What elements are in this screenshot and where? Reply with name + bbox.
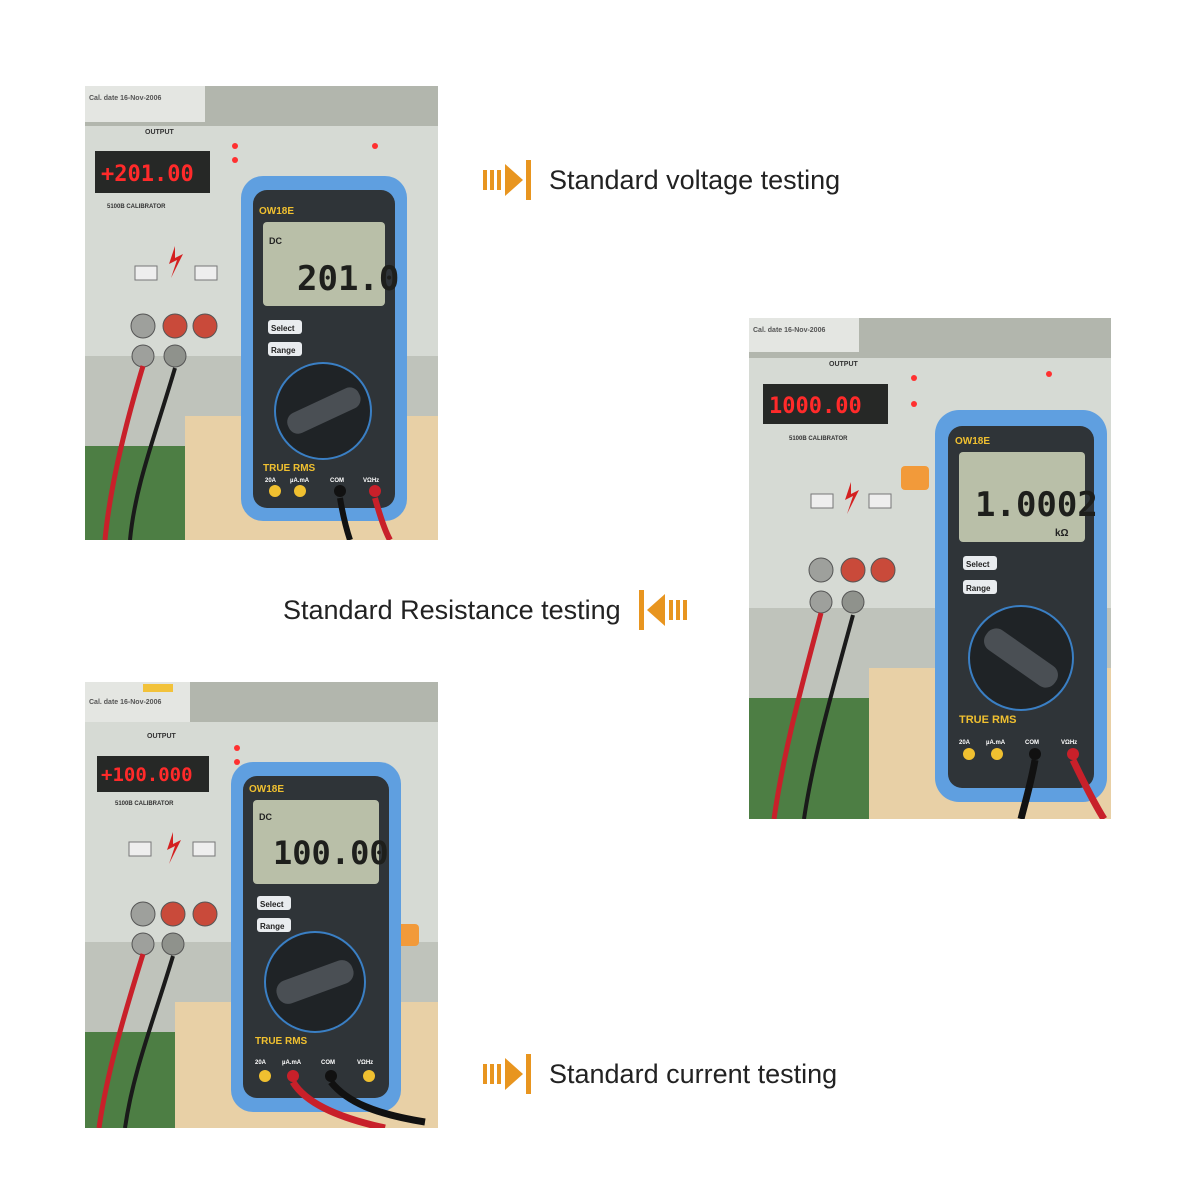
- output-label: OUTPUT: [829, 361, 859, 368]
- meter-unit: kΩ: [1055, 528, 1069, 539]
- jack-20a: 20A: [959, 740, 971, 746]
- jack-com: COM: [321, 1060, 335, 1066]
- sticker-text: Cal. date 16-Nov-2006: [89, 95, 161, 102]
- true-rms-badge: TRUE RMS: [255, 1036, 308, 1047]
- calibrator-display: 1000.00: [769, 394, 862, 419]
- photo-resistance-testing: Cal. date 16-Nov-2006 1000.00 OUTPUT 510…: [749, 318, 1111, 819]
- range-button-label: Range: [271, 346, 296, 355]
- caption-current: Standard current testing: [483, 1053, 837, 1095]
- calibrator-display: +100.000: [101, 764, 193, 786]
- arrow-right-icon: [483, 1054, 531, 1094]
- select-button-label: Select: [271, 324, 295, 333]
- jack-com: COM: [1025, 740, 1039, 746]
- jack-vohm: VΩHz: [357, 1060, 373, 1066]
- meter-mode: DC: [259, 812, 272, 822]
- arrow-left-icon: [638, 590, 687, 630]
- jack-vohm: VΩHz: [363, 478, 379, 484]
- meter-brand: OW18E: [955, 436, 990, 447]
- caption-voltage: Standard voltage testing: [483, 159, 840, 201]
- current-test-scene: Cal. date 16-Nov-2006 +100.000 OUTPUT 51…: [85, 682, 438, 1128]
- meter-reading: 1.0002: [975, 485, 1098, 525]
- jack-20a: 20A: [255, 1060, 267, 1066]
- voltage-test-scene: Cal. date 16-Nov-2006 +201.00 OUTPUT 510…: [85, 86, 438, 540]
- jack-20a: 20A: [265, 478, 277, 484]
- caption-text: Standard voltage testing: [549, 164, 841, 195]
- jack-com: COM: [330, 478, 344, 484]
- jack-ua-ma: µA.mA: [282, 1060, 302, 1066]
- output-label: OUTPUT: [147, 733, 177, 740]
- range-button-label: Range: [966, 584, 991, 593]
- arrow-right-icon: [483, 160, 531, 200]
- output-label: OUTPUT: [145, 129, 175, 136]
- meter-reading: 100.00: [273, 834, 389, 872]
- jack-ua-ma: µA.mA: [290, 478, 310, 484]
- photo-current-testing: Cal. date 16-Nov-2006 +100.000 OUTPUT 51…: [85, 682, 438, 1128]
- true-rms-badge: TRUE RMS: [959, 714, 1016, 726]
- meter-brand: OW18E: [249, 784, 284, 795]
- multimeter: OW18E DC 100.00 Select Range TRUE RMS 20…: [231, 762, 401, 1112]
- true-rms-badge: TRUE RMS: [263, 463, 316, 474]
- meter-brand: OW18E: [259, 206, 294, 217]
- jack-vohm: VΩHz: [1061, 740, 1077, 746]
- multimeter: OW18E DC 201.0 Select Range TRUE RMS 20A…: [241, 176, 407, 521]
- resistance-test-scene: Cal. date 16-Nov-2006 1000.00 OUTPUT 510…: [749, 318, 1111, 819]
- photo-voltage-testing: Cal. date 16-Nov-2006 +201.00 OUTPUT 510…: [85, 86, 438, 540]
- meter-mode: DC: [269, 236, 282, 246]
- caption-text: Standard Resistance testing: [283, 594, 621, 625]
- calibrator-display: +201.00: [101, 162, 194, 187]
- jack-ua-ma: µA.mA: [986, 740, 1006, 746]
- meter-reading: 201.0: [297, 259, 399, 299]
- caption-resistance: Standard Resistance testing: [283, 589, 687, 631]
- calibrator-model: 5100B CALIBRATOR: [789, 436, 848, 442]
- multimeter: OW18E 1.0002 kΩ Select Range TRUE RMS 20…: [935, 410, 1107, 802]
- sticker-text: Cal. date 16-Nov-2006: [753, 327, 825, 334]
- caption-text: Standard current testing: [549, 1058, 838, 1089]
- range-button-label: Range: [260, 922, 285, 931]
- sticker-text: Cal. date 16-Nov-2006: [89, 699, 161, 706]
- select-button-label: Select: [966, 560, 990, 569]
- select-button-label: Select: [260, 900, 284, 909]
- calibrator-model: 5100B CALIBRATOR: [107, 204, 166, 210]
- calibrator-model: 5100B CALIBRATOR: [115, 801, 174, 807]
